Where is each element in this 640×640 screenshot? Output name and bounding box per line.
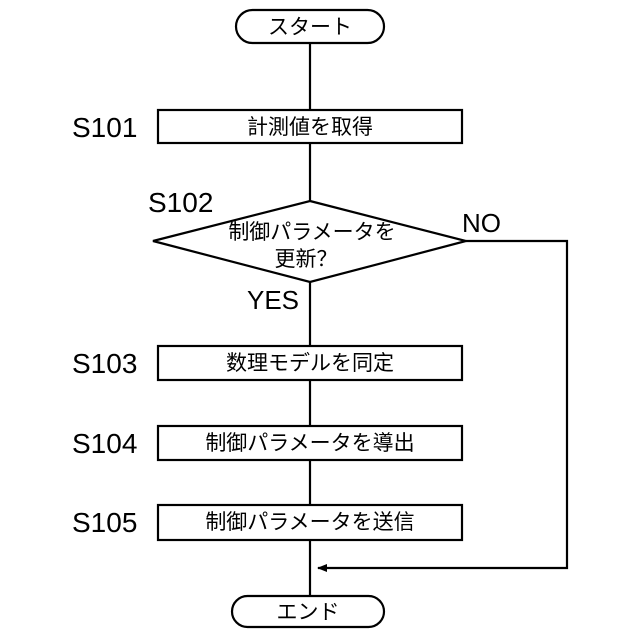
start-terminal: スタート <box>236 10 384 43</box>
step-s103: S103 数理モデルを同定 <box>72 346 462 380</box>
process-text-s101: 計測値を取得 <box>247 115 373 139</box>
step-s104: S104 制御パラメータを導出 <box>72 426 462 460</box>
step-s101: S101 計測値を取得 <box>72 110 462 143</box>
step-id-s102: S102 <box>148 187 213 218</box>
step-id-s105: S105 <box>72 507 137 538</box>
step-id-s103: S103 <box>72 348 137 379</box>
step-s105: S105 制御パラメータを送信 <box>72 505 462 540</box>
process-text-s103: 数理モデルを同定 <box>226 351 394 375</box>
step-id-s104: S104 <box>72 428 137 459</box>
decision-text-line2-s102: 更新？ <box>275 247 338 271</box>
process-text-s105: 制御パラメータを送信 <box>205 510 414 534</box>
process-text-s104: 制御パラメータを導出 <box>205 431 414 455</box>
branch-label-yes: YES <box>247 285 299 315</box>
step-s102: S102 制御パラメータを 更新？ NO YES <box>148 187 501 315</box>
end-label: エンド <box>277 600 340 624</box>
end-terminal: エンド <box>232 596 384 627</box>
step-id-s101: S101 <box>72 112 137 143</box>
decision-text-line1-s102: 制御パラメータを <box>228 220 395 244</box>
start-label: スタート <box>268 15 352 39</box>
branch-label-no: NO <box>462 208 501 238</box>
